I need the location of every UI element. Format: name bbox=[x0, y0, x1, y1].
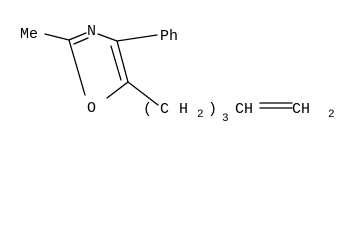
bond-c4-c5 bbox=[116, 40, 129, 83]
vinyl-ch2-label: CH bbox=[292, 101, 310, 118]
bond-c2-n3 bbox=[68, 32, 87, 41]
bond-c5-chain bbox=[127, 81, 159, 106]
structure-diagram: Me N Ph O ( C H 2 ) 3 CH CH 2 bbox=[20, 23, 335, 125]
chain-repeat-subscript: 3 bbox=[222, 113, 229, 125]
chain-close-paren: ) bbox=[208, 101, 217, 118]
methyl-label: Me bbox=[20, 26, 38, 43]
chain-ch-h: H bbox=[179, 101, 188, 118]
phenyl-label: Ph bbox=[160, 28, 178, 45]
chain-ch-c: C bbox=[160, 101, 169, 118]
bond-c4-c5-inner bbox=[110, 45, 122, 81]
chain-open-paren: ( bbox=[143, 101, 152, 118]
bond-c4-phenyl bbox=[116, 34, 158, 42]
bond-n3-c4 bbox=[97, 33, 118, 42]
bond-methyl-c2 bbox=[44, 33, 70, 41]
nitrogen-label: N bbox=[87, 23, 96, 40]
molecule-drawing: Me N Ph O ( C H 2 ) 3 CH CH 2 bbox=[20, 23, 335, 125]
vinyl-ch2-subscript: 2 bbox=[328, 109, 335, 121]
bond-c5-o1 bbox=[106, 81, 129, 99]
oxygen-label: O bbox=[87, 100, 96, 117]
bond-c2-n3-inner bbox=[73, 37, 89, 45]
vinyl-ch-label: CH bbox=[235, 101, 253, 118]
bond-o1-c2 bbox=[68, 39, 86, 96]
chain-ch2-subscript: 2 bbox=[197, 109, 204, 121]
